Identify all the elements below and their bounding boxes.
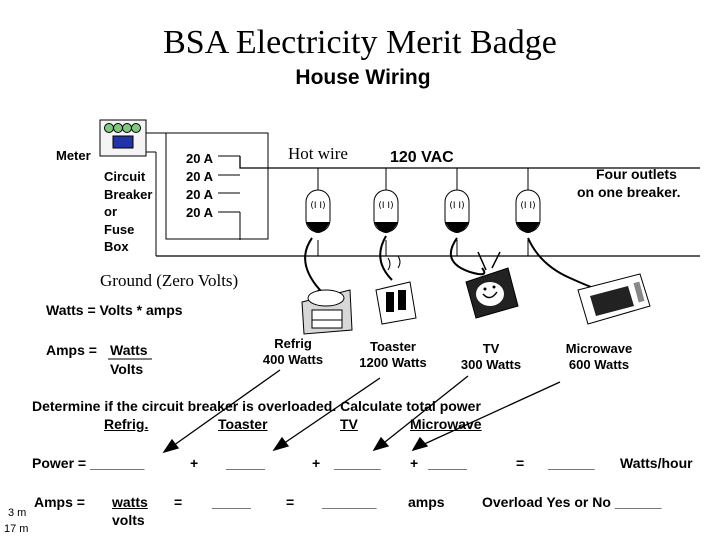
hot-wire-label: Hot wire bbox=[288, 144, 348, 163]
power-row-plus: + bbox=[312, 455, 321, 471]
outlet-icon-3: (I I) bbox=[444, 168, 486, 276]
svg-text:(I I): (I I) bbox=[378, 201, 393, 211]
amps-row-numerator: watts bbox=[112, 494, 148, 510]
amps-row-blank-watts: _____ bbox=[212, 494, 251, 510]
amps-row-prefix: Amps = bbox=[34, 494, 85, 510]
svg-text:(I I): (I I) bbox=[310, 201, 325, 211]
power-row-blank-total: ______ bbox=[548, 455, 595, 471]
question-col-refrig: Refrig. bbox=[104, 416, 149, 432]
amps-row-equals: = bbox=[174, 494, 183, 510]
power-row-equals: = bbox=[516, 455, 525, 471]
amps-formula-prefix: Amps = bbox=[46, 342, 97, 358]
hot-wire-line bbox=[239, 156, 700, 169]
outlet-icon-4: (I I) bbox=[515, 168, 606, 293]
power-row-prefix: Power = _______ bbox=[32, 455, 145, 471]
meter-icon bbox=[99, 119, 147, 157]
four-outlets-label-line2: on one breaker. bbox=[577, 184, 681, 200]
meter-label: Meter bbox=[56, 148, 91, 163]
power-row-blank-microwave: _____ bbox=[428, 455, 467, 471]
appliance-label-microwave: Microwave 600 Watts bbox=[565, 341, 633, 372]
amps-row-equals: = bbox=[286, 494, 295, 510]
amps-row-blank-amps: _______ bbox=[322, 494, 377, 510]
amps-row-denominator: volts bbox=[112, 512, 145, 528]
refrigerator-icon bbox=[301, 289, 353, 335]
toaster-icon bbox=[375, 255, 417, 325]
breaker-rating: 20 A bbox=[186, 205, 213, 220]
breaker-rating: 20 A bbox=[186, 151, 213, 166]
power-row-unit: Watts/hour bbox=[620, 455, 693, 471]
power-row-plus: + bbox=[190, 455, 199, 471]
four-outlets-label-line1: Four outlets bbox=[596, 166, 677, 182]
power-row-blank-tv: ______ bbox=[334, 455, 381, 471]
breaker-rating: 20 A bbox=[186, 187, 213, 202]
question-col-tv: TV bbox=[340, 416, 358, 432]
question-col-toaster: Toaster bbox=[218, 416, 268, 432]
appliance-label-tv: TV 300 Watts bbox=[460, 341, 522, 372]
margin-note: 17 m bbox=[4, 523, 29, 535]
outlet-icon-2: (I I) bbox=[373, 168, 399, 281]
power-row-blank-toaster: _____ bbox=[226, 455, 265, 471]
watts-formula: Watts = Volts * amps bbox=[46, 302, 183, 318]
power-row-plus: + bbox=[410, 455, 419, 471]
page-subtitle: House Wiring bbox=[295, 66, 431, 89]
svg-text:(I I): (I I) bbox=[449, 201, 464, 211]
breaker-arrows bbox=[218, 155, 240, 213]
ground-label: Ground (Zero Volts) bbox=[100, 271, 239, 290]
tv-icon bbox=[465, 251, 519, 319]
appliance-label-toaster: Toaster 1200 Watts bbox=[359, 339, 427, 370]
amps-formula-denominator: Volts bbox=[110, 361, 144, 377]
question-col-microwave: Microwave bbox=[410, 416, 482, 432]
amps-row-unit: amps bbox=[408, 494, 445, 510]
circuit-breaker-label: Circuit Breaker or Fuse Box bbox=[104, 169, 153, 254]
vac-label: 120 VAC bbox=[390, 149, 454, 166]
margin-note: 3 m bbox=[8, 507, 27, 519]
appliance-label-refrig: Refrig 400 Watts bbox=[262, 336, 324, 367]
circuit-breaker-box bbox=[165, 132, 269, 240]
page-title: BSA Electricity Merit Badge bbox=[163, 24, 557, 61]
overload-question: Overload Yes or No ______ bbox=[482, 494, 662, 510]
svg-text:(I I): (I I) bbox=[520, 201, 535, 211]
breaker-rating: 20 A bbox=[186, 169, 213, 184]
breaker-ratings: 20 A 20 A 20 A 20 A bbox=[186, 150, 213, 222]
microwave-icon bbox=[577, 273, 651, 325]
question-text: Determine if the circuit breaker is over… bbox=[32, 398, 481, 414]
pointer-arrows bbox=[162, 369, 561, 454]
amps-formula-numerator: Watts bbox=[110, 342, 148, 358]
